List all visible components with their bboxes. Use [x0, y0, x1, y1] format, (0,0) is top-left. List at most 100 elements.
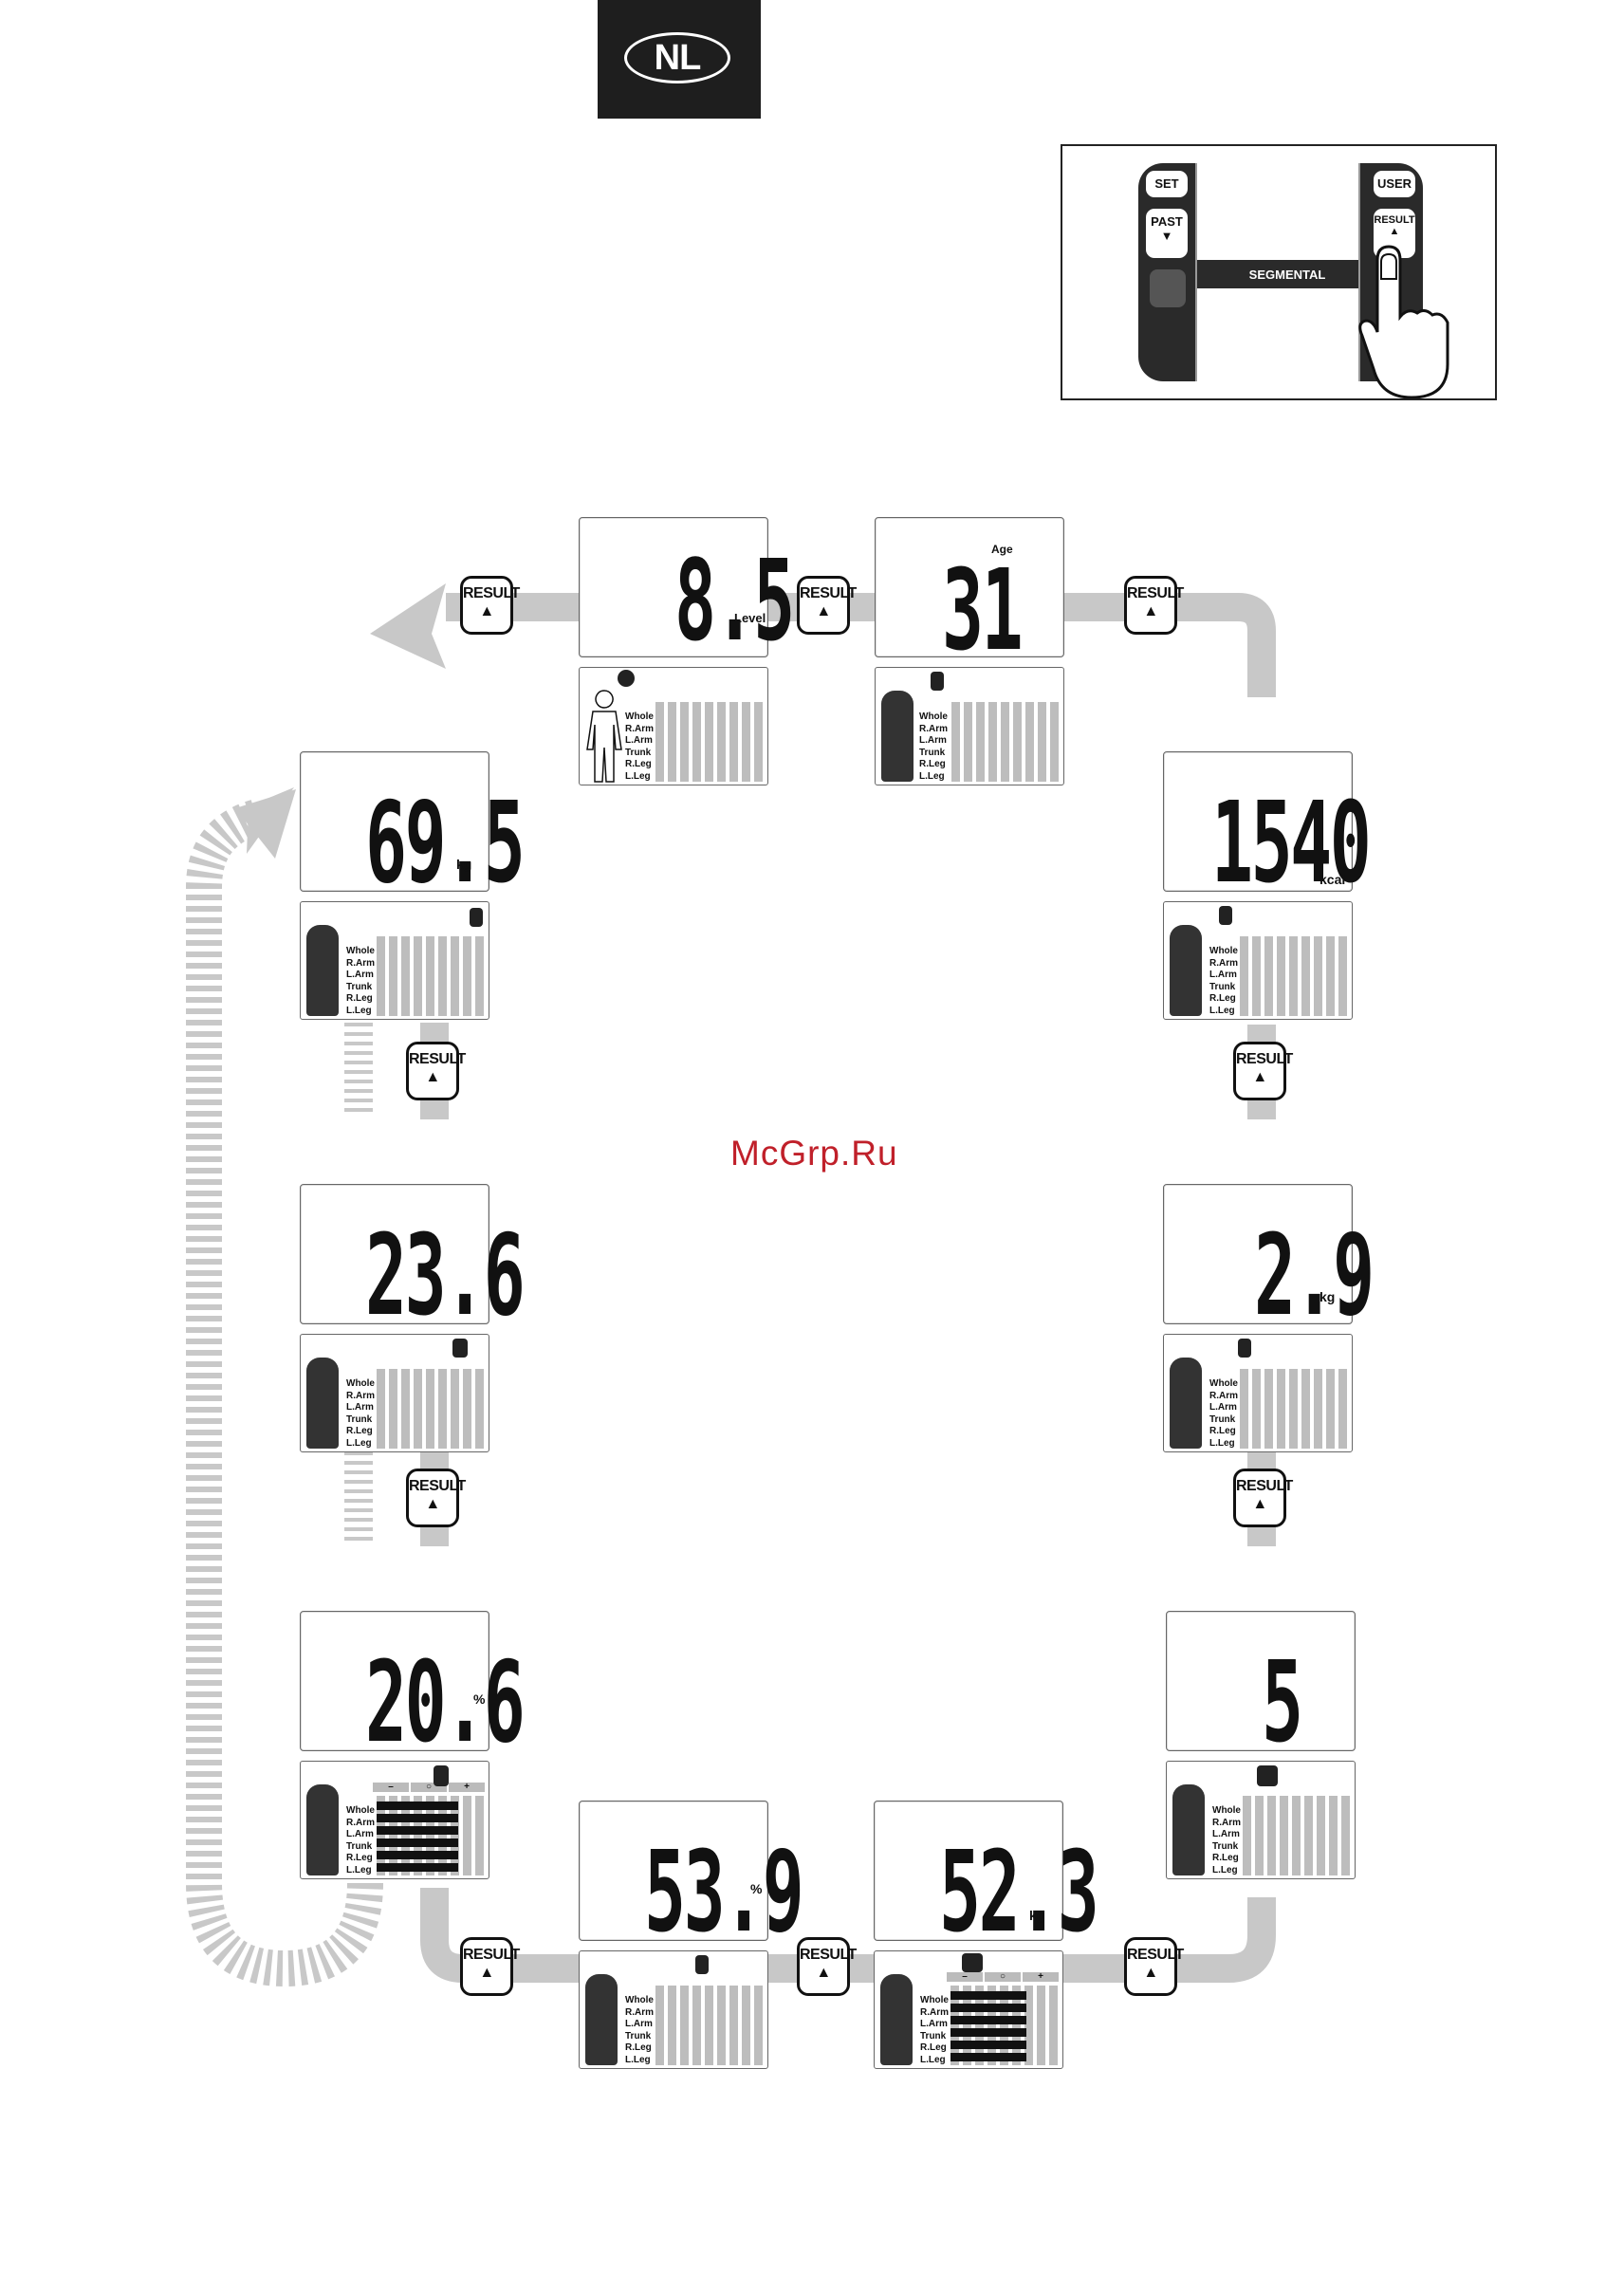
up-triangle-icon: ▲: [479, 1965, 494, 1981]
result-button-2[interactable]: RESULT▲: [797, 576, 857, 635]
result-label: RESULT: [409, 1478, 466, 1494]
device-button-panel: SET USER PAST▼ RESULT▲ SEGMENTAL: [1061, 144, 1497, 400]
lcd-visceral-level: 8.5 Level: [579, 517, 795, 657]
result-button-1[interactable]: RESULT▲: [460, 576, 520, 635]
result-button-9[interactable]: RESULT▲: [406, 1469, 466, 1527]
segment-bars: [377, 936, 486, 1016]
muscle-icon: [962, 1953, 983, 1972]
set-button[interactable]: SET: [1146, 171, 1188, 197]
lcd-unit: %: [473, 1691, 486, 1707]
body-silhouette-icon: [1172, 1784, 1205, 1875]
lcd-unit: %: [750, 1881, 763, 1896]
segmental-person-icon: [1150, 269, 1186, 307]
lcd-unit: Level: [734, 611, 766, 625]
segment-bars: [1240, 936, 1349, 1016]
lcd-body-water: 53.9 %: [579, 1801, 804, 1948]
result-button-4[interactable]: RESULT▲: [1233, 1042, 1293, 1100]
body-silhouette-icon: [306, 1784, 339, 1875]
watermark: McGrp.Ru: [730, 1134, 898, 1173]
segment-bars: [1240, 1369, 1349, 1449]
device-result-label: RESULT: [1374, 214, 1415, 226]
user-button[interactable]: USER: [1374, 171, 1415, 197]
lcd-unit: kcal: [1320, 872, 1346, 887]
lcd-bmi: 23.6: [300, 1184, 526, 1331]
scale-normal: ○: [985, 1972, 1021, 1982]
lcd-unit: kg: [1029, 1908, 1045, 1923]
scale-header: – ○ +: [373, 1783, 485, 1792]
lcd-value: 1540: [1211, 777, 1372, 908]
water-icon: [695, 1955, 709, 1974]
up-triangle-icon: ▲: [1389, 226, 1400, 237]
past-button[interactable]: PAST▼: [1146, 209, 1188, 258]
segment-bars: [951, 702, 1061, 782]
result-button-3[interactable]: RESULT ▲: [1124, 576, 1184, 635]
segment-fill-bars: [377, 1798, 458, 1872]
lcd-unit: kg: [1320, 1289, 1336, 1304]
fat-icon: [618, 670, 635, 687]
result-button-7[interactable]: RESULT ▲: [797, 1937, 857, 1996]
up-triangle-icon: ▲: [816, 1965, 831, 1981]
body-outline-icon: [586, 690, 622, 783]
result-button-10[interactable]: RESULT▲: [406, 1042, 466, 1100]
lcd-body-fat: 20.6 %: [300, 1611, 526, 1758]
body-silhouette-icon: [881, 691, 914, 782]
result-label: RESULT: [800, 1947, 857, 1963]
fat-percent-icon: [434, 1765, 449, 1786]
body-silhouette-icon: [880, 1974, 913, 2065]
up-triangle-icon: ▲: [1143, 603, 1158, 619]
lcd-weight: 69.5 kg: [300, 751, 526, 898]
body-silhouette-icon: [1170, 1358, 1202, 1449]
result-label: RESULT: [1236, 1478, 1293, 1494]
lcd-value: 2.9: [1254, 1210, 1375, 1340]
segment-fill-bars: [950, 1987, 1026, 2061]
weight-icon: [470, 908, 483, 927]
up-triangle-icon: ▲: [1252, 1496, 1267, 1512]
arrow-head-left: [370, 583, 446, 669]
segmental-label: SEGMENTAL: [1248, 268, 1326, 282]
up-triangle-icon: ▲: [1252, 1069, 1267, 1085]
result-label: RESULT: [1127, 585, 1184, 601]
physique-icon: [1257, 1765, 1278, 1786]
scale-plus: +: [1023, 1972, 1059, 1982]
result-button-5[interactable]: RESULT ▲: [1233, 1469, 1293, 1527]
body-silhouette-icon: [306, 1358, 339, 1449]
result-button-8[interactable]: RESULT▲: [460, 1937, 520, 1996]
bmi-icon: [452, 1339, 468, 1358]
lcd-unit: kg: [456, 857, 472, 872]
scale-header: – ○ +: [947, 1972, 1059, 1982]
up-triangle-icon: ▲: [425, 1069, 440, 1085]
result-label: RESULT: [463, 585, 520, 601]
lcd-value: 20.6: [365, 1636, 526, 1767]
result-button-6[interactable]: RESULT▲: [1124, 1937, 1184, 1996]
body-silhouette-icon: [585, 1974, 618, 2065]
language-badge: NL: [624, 32, 730, 83]
segment-bars: [1243, 1796, 1352, 1875]
scale-plus: +: [449, 1783, 485, 1792]
lcd-value: 69.5: [365, 777, 526, 908]
lcd-value: 53.9: [644, 1826, 804, 1957]
down-triangle-icon: ▼: [1160, 229, 1173, 243]
lcd-top-label: Age: [991, 543, 1013, 556]
segment-bars: [377, 1369, 486, 1449]
result-label: RESULT: [1127, 1947, 1184, 1963]
lcd-value: 31: [942, 545, 1024, 675]
scale-normal: ○: [411, 1783, 447, 1792]
